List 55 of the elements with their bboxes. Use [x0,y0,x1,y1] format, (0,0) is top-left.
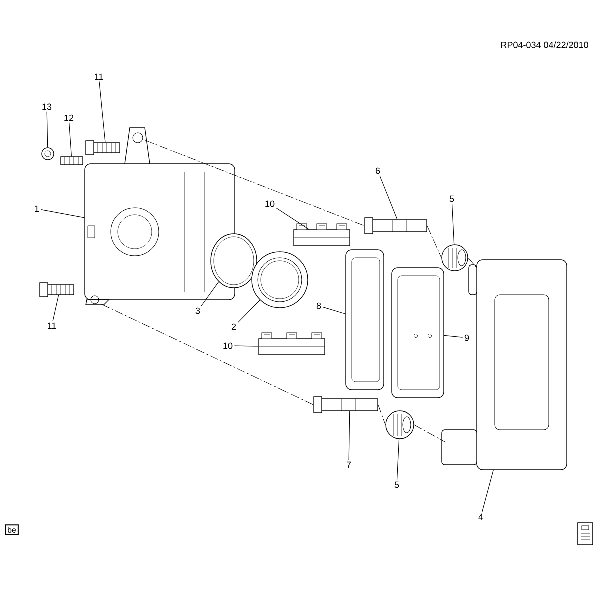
seal-ring-drawing [210,234,258,288]
callout-number: 13 [42,104,52,110]
leader-line [348,411,350,460]
leader-line [52,295,60,322]
center-line [101,304,314,406]
leader-line [396,439,400,480]
callout-number: 3 [196,308,200,314]
center-line [378,404,386,426]
callout-number: 12 [64,114,74,122]
center-line [468,258,477,268]
leader-line [276,208,310,230]
callout-number: 6 [376,168,380,174]
leader-line [452,204,455,245]
cap-drawing [42,148,54,160]
callout-number: 10 [266,200,275,208]
drawing-number: RP04-034 04/22/2010 [501,42,588,48]
bolt-drawing [40,282,74,298]
leader-line [380,176,398,220]
callout-number: 11 [48,322,56,330]
callout-number: 5 [394,482,400,488]
center-line [145,140,365,226]
boot-drawing [442,244,468,272]
pad-clip-drawing [294,224,350,246]
leader-line [444,335,464,338]
leader-line [238,300,260,324]
bolt-drawing [86,140,120,156]
leader-line [234,346,259,347]
pad-clip-drawing [258,332,326,356]
guide-pin-drawing [364,218,428,234]
leader-line [322,306,346,314]
callout-number: 9 [464,334,470,342]
bracket-drawing [442,260,568,470]
center-line [414,424,446,443]
leader-line [40,209,85,218]
callout-number: 11 [95,74,104,80]
leader-line [69,122,72,157]
brake-pad-drawing [392,268,444,398]
symbol-box: be [5,524,19,536]
callout-number: 2 [232,324,236,330]
callout-number: 1 [35,206,40,212]
boot-drawing [386,410,414,440]
leader-line [46,112,48,148]
callout-number: 4 [478,514,484,520]
bleeder-screw-drawing [60,156,84,166]
callout-number: 7 [346,462,352,468]
caliper-drawing [84,128,236,306]
piston-drawing [252,252,308,308]
callout-number: 5 [450,196,454,202]
leader-line [99,82,106,143]
guide-pin-drawing [314,396,378,414]
center-line [427,226,442,258]
callout-number: 8 [316,302,322,310]
brake-pad-drawing [346,250,384,390]
leader-line [482,470,494,513]
callout-number: 10 [224,342,233,350]
